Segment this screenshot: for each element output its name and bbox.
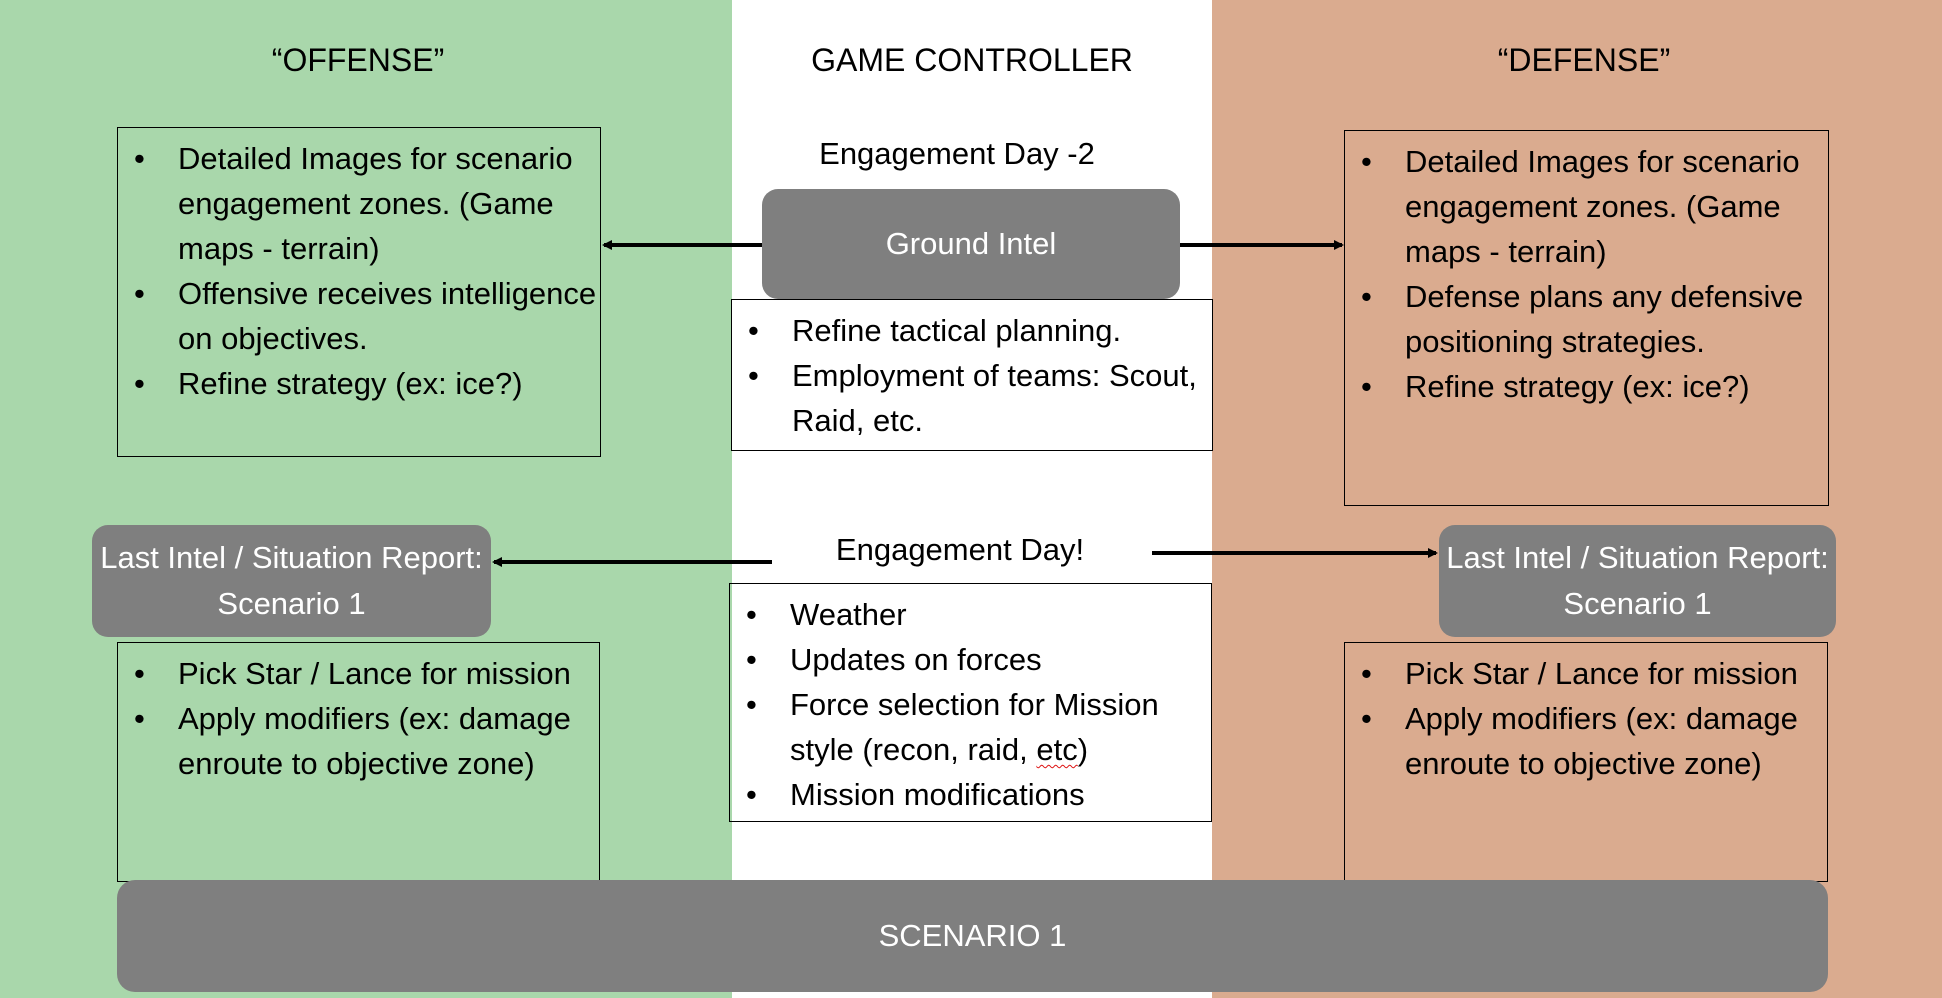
controller-column: [732, 0, 1212, 998]
list-item: Detailed Images for scenario engagement …: [1361, 139, 1828, 274]
list-item: Updates on forces: [746, 637, 1211, 682]
scenario-bar: SCENARIO 1: [117, 880, 1828, 992]
list-item: Weather: [746, 592, 1211, 637]
defense-heading: “DEFENSE”: [1497, 42, 1671, 78]
list-item: Offensive receives intelligence on objec…: [134, 271, 600, 361]
list-item: Employment of teams: Scout, Raid, etc.: [748, 353, 1212, 443]
list-item: Mission modifications: [746, 772, 1211, 817]
list-item: Pick Star / Lance for mission: [134, 651, 599, 696]
list-item: Refine strategy (ex: ice?): [134, 361, 600, 406]
list-item: Force selection for Mission style (recon…: [746, 682, 1211, 772]
list-item: Defense plans any defensive positioning …: [1361, 274, 1828, 364]
defense-day-minus2-box: Detailed Images for scenario engagement …: [1344, 130, 1829, 506]
list-item: Apply modifiers (ex: damage enroute to o…: [134, 696, 599, 786]
controller-engagement-day-box: Weather Updates on forces Force selectio…: [729, 583, 1212, 822]
offense-heading: “OFFENSE”: [271, 42, 445, 78]
defense-last-intel-pill: Last Intel / Situation Report: Scenario …: [1439, 525, 1836, 637]
list-item: Pick Star / Lance for mission: [1361, 651, 1827, 696]
force-selection-text: Force selection for Mission style (recon…: [790, 687, 1159, 767]
engagement-day-minus2-label: Engagement Day -2: [819, 136, 1095, 171]
list-item: Refine strategy (ex: ice?): [1361, 364, 1828, 409]
controller-heading: GAME CONTROLLER: [811, 42, 1133, 78]
ground-intel-pill: Ground Intel: [762, 189, 1180, 299]
offense-last-intel-pill: Last Intel / Situation Report: Scenario …: [92, 525, 491, 637]
offense-day-minus2-box: Detailed Images for scenario engagement …: [117, 127, 601, 457]
list-item: Refine tactical planning.: [748, 308, 1212, 353]
offense-engagement-day-box: Pick Star / Lance for mission Apply modi…: [117, 642, 600, 882]
engagement-day-label: Engagement Day!: [835, 532, 1085, 567]
controller-day-minus2-box: Refine tactical planning. Employment of …: [731, 299, 1213, 451]
list-item: Apply modifiers (ex: damage enroute to o…: [1361, 696, 1827, 786]
list-item: Detailed Images for scenario engagement …: [134, 136, 600, 271]
spellcheck-word: etc: [1036, 732, 1078, 767]
